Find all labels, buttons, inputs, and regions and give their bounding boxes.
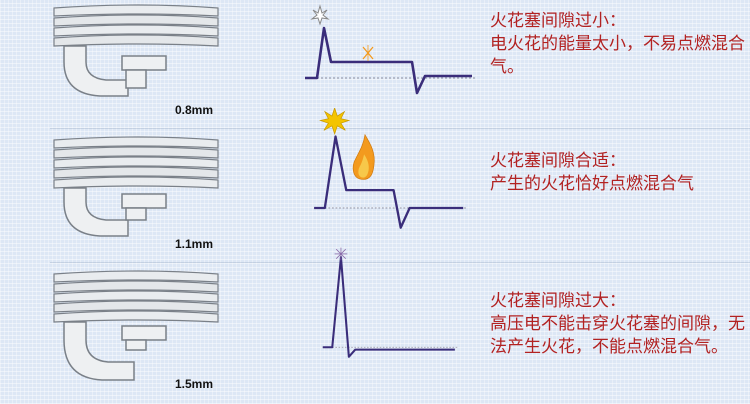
failed-spark-icon (362, 45, 374, 61)
description-text: 高压电不能击穿火花塞的间隙，无法产生火花，不能点燃混合气。 (490, 314, 745, 357)
spark-burst-icon (319, 108, 351, 136)
center-electrode (121, 325, 167, 341)
voltage-waveform-small-gap (305, 4, 475, 95)
thread-rings (53, 4, 219, 47)
flame-icon (352, 133, 375, 180)
description-title: 火花塞间隙过小： (490, 11, 626, 31)
description-title: 火花塞间隙合适： (490, 151, 626, 171)
center-electrode-tip (125, 69, 147, 89)
center-electrode-tip (125, 339, 147, 351)
waveform-line (314, 135, 464, 229)
voltage-waveform-proper-gap (314, 108, 466, 229)
section-divider (50, 128, 750, 129)
spark-plug-illustration-small-gap (53, 4, 219, 97)
spark-plug-illustration-proper-gap (53, 136, 219, 237)
voltage-waveform-large-gap (322, 247, 458, 358)
ground-electrode (63, 187, 129, 237)
thread-rings (53, 270, 219, 323)
spark-plug-illustration-large-gap (53, 270, 219, 381)
ground-electrode (63, 321, 135, 381)
description-title: 火花塞间隙过大： (490, 291, 626, 311)
gap-label: 1.1mm (175, 237, 214, 251)
thread-rings (53, 136, 219, 189)
description-proper-gap: 火花塞间隙合适： 产生的火花恰好点燃混合气 (490, 150, 745, 196)
description-small-gap: 火花塞间隙过小： 电火花的能量太小，不易点燃混合气。 (490, 10, 745, 79)
waveform-line (322, 256, 455, 358)
description-large-gap: 火花塞间隙过大： 高压电不能击穿火花塞的间隙，无法产生火花，不能点燃混合气。 (490, 290, 745, 359)
description-text: 电火花的能量太小，不易点燃混合气。 (490, 34, 745, 77)
ground-electrode (63, 45, 129, 97)
description-text: 产生的火花恰好点燃混合气 (490, 174, 694, 194)
tiny-spark-icon (310, 4, 330, 26)
center-electrode (121, 55, 167, 71)
waveform-line (305, 26, 472, 95)
center-electrode (121, 193, 167, 209)
gap-label: 1.5mm (175, 377, 214, 391)
center-electrode-tip (125, 207, 147, 221)
gap-label: 0.8mm (175, 103, 214, 117)
tiny-spark-icon (334, 247, 348, 261)
section-divider (50, 262, 750, 263)
